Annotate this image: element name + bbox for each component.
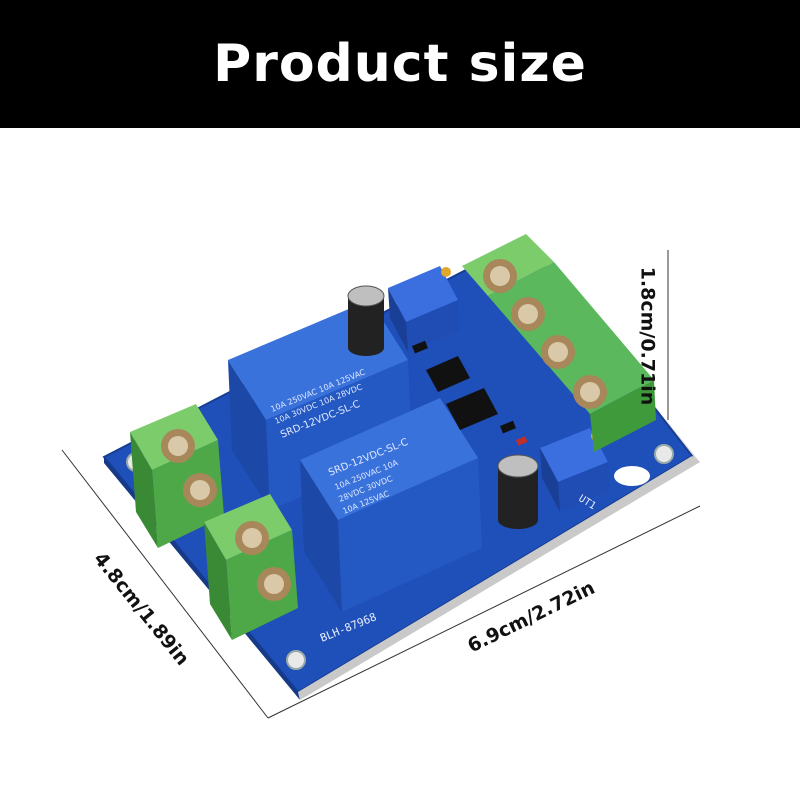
terminal-block-right [462, 234, 656, 452]
title-banner: Product size [0, 0, 800, 128]
potentiometer-1 [388, 266, 460, 352]
capacitor-1 [347, 285, 385, 356]
capacitor-2 [497, 454, 539, 529]
chip-ic [446, 388, 498, 430]
terminal-block-left-2 [204, 494, 298, 640]
page-title: Product size [213, 34, 587, 94]
smd-parts [412, 340, 528, 446]
potentiometer-2 [540, 428, 610, 512]
relay-2: SRD-12VDC-SL-C 10A 250VAC 10A 28VDC 30VD… [300, 398, 482, 612]
height-dimension-label: 1.8cm/0.71in [636, 266, 659, 406]
chip-transistor [426, 356, 470, 392]
dimension-lines [61, 250, 701, 719]
terminal-block-left-1 [130, 404, 224, 548]
